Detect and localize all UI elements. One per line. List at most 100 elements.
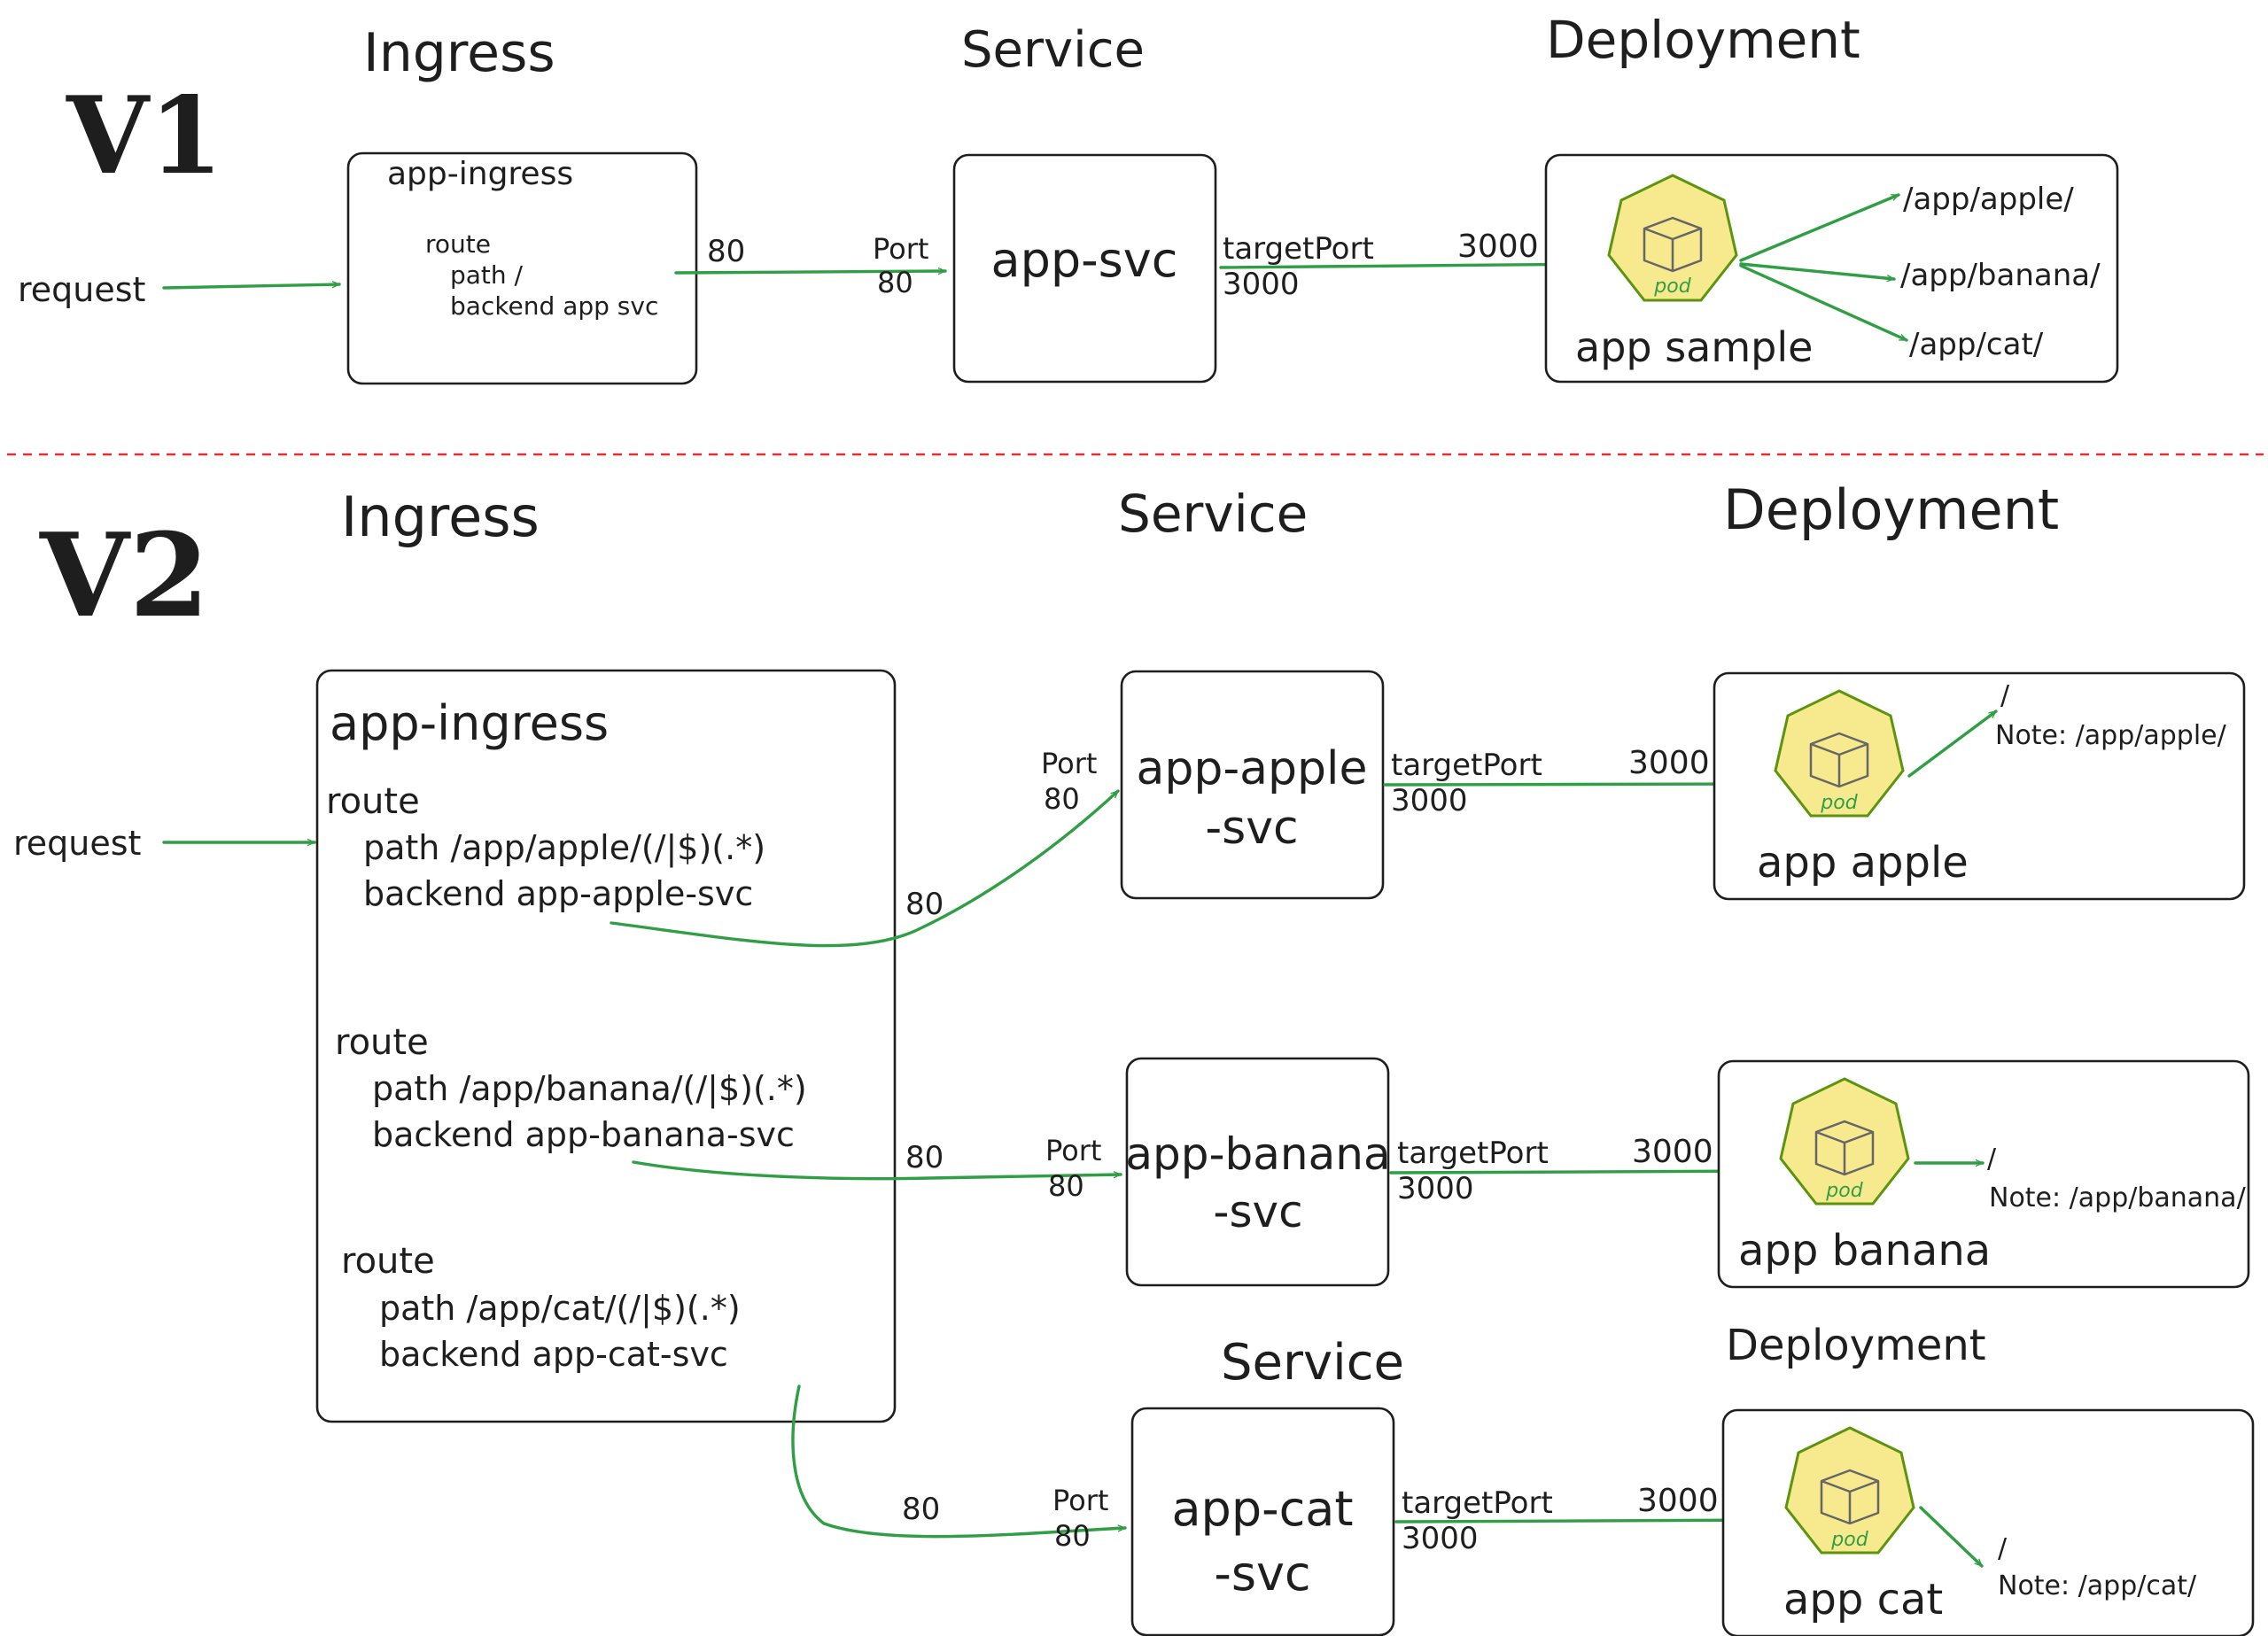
v1-pod-label: pod	[1653, 275, 1691, 298]
v2-service-banana: Port 80 app-banana -svc	[1045, 1057, 1391, 1287]
pod-label: pod	[1825, 1180, 1863, 1202]
v2-service-cat-header: Service	[1221, 1334, 1404, 1392]
target-port-value: 3000	[1391, 783, 1468, 818]
v1-request-label: request	[18, 270, 145, 309]
v2-deployment-apple: pod / Note: /app/apple/ app apple	[1713, 671, 2246, 901]
route-backend: backend app-apple-svc	[363, 874, 753, 913]
pod-route-arrow	[1907, 709, 1998, 778]
service-port-value: 80	[1054, 1519, 1091, 1553]
service-to-pod-arrow	[1394, 1520, 1781, 1522]
route-slash: /	[1998, 1533, 2008, 1564]
pod-route-arrow	[1919, 1506, 1984, 1568]
v2-deployment-cat: pod / Note: /app/cat/ app cat	[1721, 1408, 2255, 1636]
v2-cat-ingress-port: 80	[902, 1492, 940, 1527]
v2-target-port-banana: targetPort 3000 3000	[1389, 1134, 1775, 1206]
v2-deployment-banana: pod / Note: /app/banana/ app banana	[1717, 1059, 2250, 1289]
target-port-label: targetPort	[1402, 1485, 1553, 1521]
v1-deployment-port: 3000	[1457, 229, 1539, 265]
v1-ingress-backend: backend app svc	[450, 291, 658, 321]
v1-pod-icon: pod	[1607, 174, 1738, 302]
deployment-port: 3000	[1628, 745, 1710, 781]
service-name-line1: app-cat	[1171, 1481, 1353, 1537]
v2-banana-ingress-port: 80	[905, 1140, 944, 1175]
v1-ingress-path: path /	[450, 260, 524, 290]
v1-deployment-header: Deployment	[1546, 10, 1860, 70]
pod-icon: pod	[1774, 689, 1905, 818]
service-name-line1: app-apple	[1137, 742, 1368, 795]
route-note: Note: /app/cat/	[1998, 1570, 2197, 1601]
v1-ingress-route: route	[425, 229, 491, 259]
pod-label: pod	[1830, 1529, 1868, 1551]
service-port-value: 80	[1044, 782, 1080, 816]
v1-ingress-title: app-ingress	[387, 156, 573, 192]
route-label: route	[326, 781, 420, 822]
route-note: Note: /app/apple/	[1995, 720, 2227, 751]
v1-target-port-value: 3000	[1223, 267, 1300, 302]
v1-route-banana: /app/banana/	[1900, 258, 2101, 293]
pod-icon: pod	[1784, 1426, 1915, 1555]
v2-service-cat: Port 80 app-cat -svc	[1052, 1407, 1395, 1636]
deployment-name: app cat	[1783, 1575, 1943, 1624]
v1-version-label: V1	[66, 74, 223, 198]
service-name-line1: app-banana	[1125, 1128, 1390, 1180]
route-path: path /app/banana/(/|$)(.*)	[372, 1069, 807, 1109]
deployment-name: app apple	[1757, 838, 1969, 888]
service-port-label: Port	[1052, 1484, 1108, 1517]
route-path: path /app/cat/(/|$)(.*)	[379, 1289, 741, 1329]
v1-deployment-name: app sample	[1575, 323, 1813, 371]
v1-route-cat: /app/cat/	[1909, 327, 2044, 362]
v2-service-apple: Port 80 app-apple -svc	[1041, 670, 1385, 900]
service-box	[1125, 1057, 1390, 1287]
v1-route-apple: /app/apple/	[1903, 182, 2074, 217]
v2-target-port-apple: targetPort 3000 3000	[1383, 745, 1772, 818]
route-label: route	[341, 1241, 435, 1282]
v2-apple-route-arrow	[610, 789, 1120, 948]
target-port-label: targetPort	[1391, 748, 1542, 783]
v1-service-to-pod-arrow	[1219, 264, 1604, 269]
service-box	[1120, 670, 1385, 900]
v1-ingress-header: Ingress	[363, 22, 555, 84]
v1-route-arrow-banana	[1739, 262, 1896, 279]
v1-route-arrow-cat	[1739, 264, 1908, 342]
v1-route-arrow-apple	[1739, 193, 1900, 262]
route-path: path /app/apple/(/|$)(.*)	[363, 828, 765, 868]
v1-service-port-value: 80	[877, 266, 913, 299]
v2-service-header: Service	[1118, 484, 1308, 544]
deployment-name: app banana	[1738, 1226, 1991, 1275]
v2-banana-route-arrow	[632, 1160, 1122, 1181]
service-port-label: Port	[1041, 747, 1097, 780]
v1-ingress-to-service-arrow	[674, 271, 947, 273]
v2-deployment-header: Deployment	[1723, 477, 2059, 542]
v1-service-box	[952, 153, 1217, 384]
target-port-label: targetPort	[1397, 1136, 1549, 1171]
pod-label: pod	[1820, 792, 1858, 814]
v1-ingress-port: 80	[707, 234, 745, 269]
v1-ingress-box	[346, 151, 698, 385]
service-port-value: 80	[1048, 1169, 1084, 1203]
route-backend: backend app-cat-svc	[379, 1335, 728, 1374]
v2-ingress-route-apple: route path /app/apple/(/|$)(.*) backend …	[326, 781, 765, 913]
route-slash: /	[2000, 680, 2010, 711]
v1-service-port-label: Port	[873, 232, 928, 266]
deployment-port: 3000	[1637, 1483, 1719, 1519]
route-note: Note: /app/banana/	[1989, 1182, 2247, 1213]
service-box	[1130, 1407, 1395, 1636]
pod-icon: pod	[1779, 1077, 1910, 1206]
v2-request-label: request	[13, 824, 141, 863]
v2-cat-route-arrow	[791, 1384, 1127, 1539]
service-port-label: Port	[1045, 1134, 1101, 1167]
target-port-value: 3000	[1397, 1171, 1474, 1206]
target-port-value: 3000	[1402, 1521, 1479, 1556]
v1-request-arrow	[162, 284, 341, 290]
v2-ingress-box	[315, 669, 897, 1423]
v2-target-port-cat: targetPort 3000 3000	[1394, 1483, 1781, 1556]
service-name-line2: -svc	[1205, 802, 1298, 855]
v2-deployment-cat-header: Deployment	[1726, 1321, 1986, 1370]
v2-ingress-title: app-ingress	[330, 695, 609, 751]
route-backend: backend app-banana-svc	[372, 1115, 795, 1154]
v2-ingress-header: Ingress	[341, 485, 540, 549]
v1-service-header: Service	[961, 21, 1145, 79]
service-to-pod-arrow	[1383, 784, 1772, 785]
service-name-line2: -svc	[1213, 1186, 1302, 1237]
